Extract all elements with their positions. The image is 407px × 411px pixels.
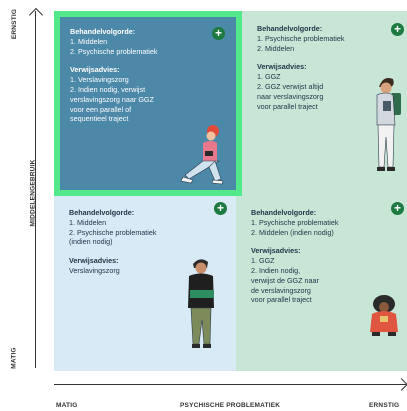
quadrant-heading-order: Behandelvolgorde: [69, 208, 135, 217]
quadrant-line: naar verslavingszorg [257, 91, 324, 101]
quadrant-line: Verslavingszorg [69, 265, 120, 275]
quadrant-heading-referral: Verwijsadvies: [69, 256, 119, 266]
quadrant-line: voor parallel traject [257, 101, 318, 111]
quadrant-line: 1. Psychische problematiek [257, 33, 345, 43]
y-axis-label-high: ERNSTIG [11, 8, 19, 40]
plus-icon[interactable]: + [391, 23, 404, 36]
quadrant-bottom-left: Behandelvolgorde: 1. Middelen 2. Psychis… [54, 196, 236, 371]
plus-icon[interactable]: + [214, 202, 227, 215]
quadrant-line: voor een parallel of [70, 104, 132, 114]
quadrant-heading-order: Behandelvolgorde: [257, 24, 323, 33]
person-standing-backpack-illustration [376, 78, 401, 171]
quadrant-line: 1. Middelen [70, 36, 108, 46]
y-axis-arrow-icon [28, 7, 44, 23]
quadrant-line: 2. Psychische problematiek [70, 46, 158, 56]
quadrant-line: verwijst de GGZ naar [251, 275, 319, 285]
quadrant-line: voor parallel traject [251, 295, 312, 305]
person-standing-hands-in-pockets-illustration [188, 259, 214, 348]
quadrant-top-left: Behandelvolgorde: 1. Middelen 2. Psychis… [54, 11, 242, 196]
person-sitting-illustration [180, 125, 224, 185]
x-axis-label-high: ERNSTIG [369, 402, 400, 409]
quadrant-top-right: Behandelvolgorde: 1. Psychische problema… [242, 11, 407, 196]
quadrant-line: 2. Middelen (indien nodig) [251, 227, 334, 237]
quadrant-heading-order: Behandelvolgorde: [251, 208, 317, 217]
x-axis-line [54, 384, 406, 385]
quadrant-line: verslavingszorg naar GGZ [70, 94, 154, 104]
quadrant-line: sequentieel traject [70, 114, 129, 124]
x-axis-arrow-icon [395, 378, 407, 391]
quadrant-heading-referral: Verwijsadvies: [257, 62, 307, 72]
quadrant-line: 1. Middelen [69, 217, 107, 227]
quadrant-line: 2. Middelen [257, 43, 295, 53]
x-axis-label-low: MATIG [56, 402, 78, 409]
quadrant-line: (indien nodig) [69, 237, 113, 247]
quadrant-line: 1. GGZ [251, 256, 275, 266]
quadrant-line: 2. Indien nodig, verwijst [70, 84, 146, 94]
quadrant-heading-referral: Verwijsadvies: [70, 65, 120, 75]
quadrant-line: 2. Psychische problematiek [69, 227, 157, 237]
y-axis-label-low: MATIG [11, 347, 18, 369]
quadrant-line: 1. Verslavingszorg [70, 75, 129, 85]
y-axis-label-mid: MIDDELENGEBRUIK [29, 159, 37, 227]
quadrant-line: 2. Indien nodig, [251, 265, 301, 275]
person-crouching-illustration [370, 295, 398, 336]
quadrant-line: 2. GGZ verwijst altijd [257, 81, 324, 91]
y-axis-line [35, 11, 36, 368]
plus-icon[interactable]: + [212, 27, 225, 40]
x-axis-label-mid: PSYCHISCHE PROBLEMATIEK [180, 402, 281, 409]
quadrant-line: 1. GGZ [257, 72, 281, 82]
quadrant-line: 1. Psychische problematiek [251, 217, 339, 227]
quadrant-bottom-right: Behandelvolgorde: 1. Psychische problema… [236, 196, 407, 371]
plus-icon[interactable]: + [391, 202, 404, 215]
quadrant-line: de verslavingszorg [251, 285, 311, 295]
quadrant-heading-referral: Verwijsadvies: [251, 246, 301, 256]
quadrant-heading-order: Behandelvolgorde: [70, 27, 136, 36]
